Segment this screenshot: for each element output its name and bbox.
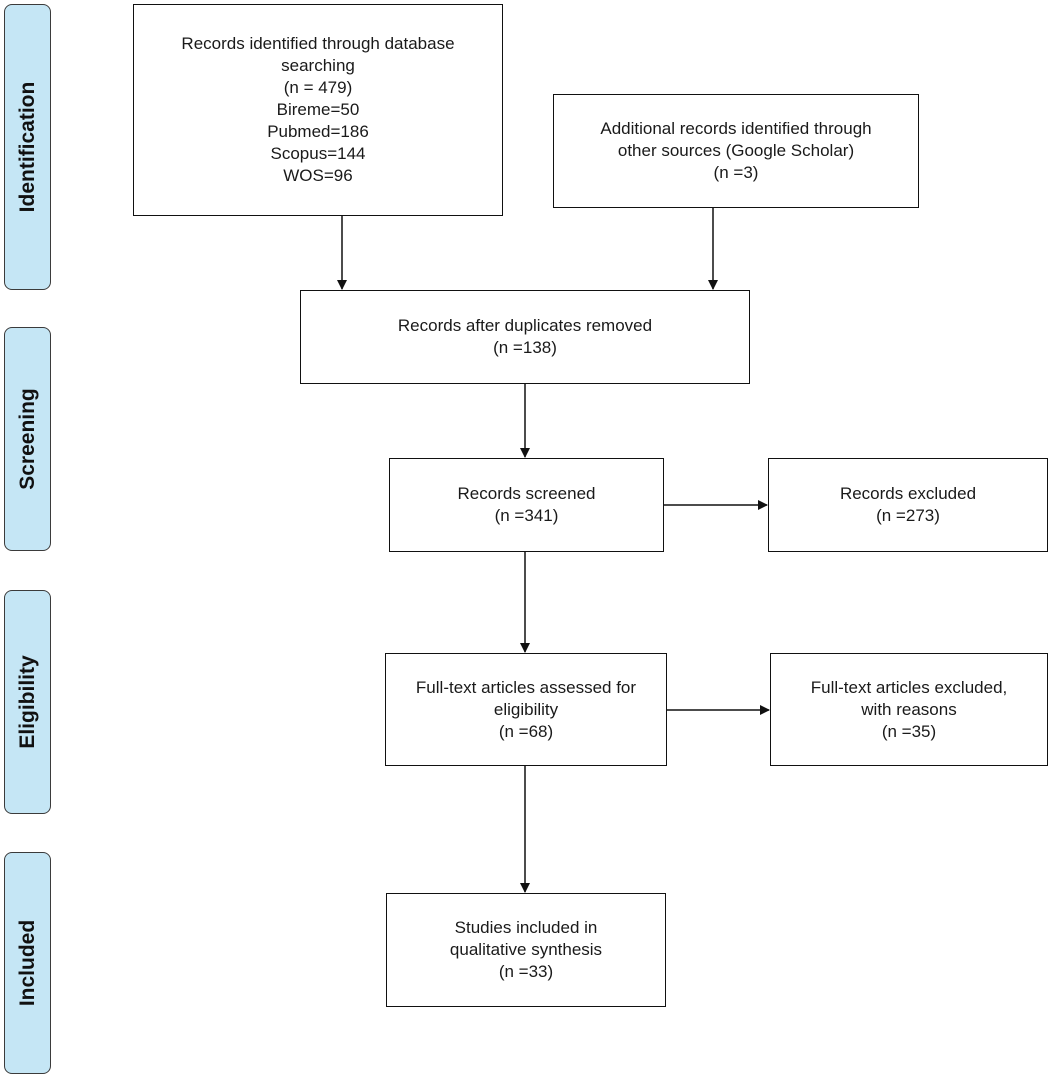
- box-line: (n =341): [494, 506, 559, 525]
- box-line: (n =273): [876, 506, 940, 525]
- box-line: eligibility: [493, 699, 559, 719]
- box-fulltext-excluded: Full-text articles excluded, with reason…: [770, 653, 1048, 766]
- box-line: WOS=96: [283, 166, 353, 185]
- box-line: (n =35): [881, 721, 937, 741]
- box-line: (n = 479): [283, 78, 353, 97]
- box-studies-included: Studies included in qualitative synthesi…: [386, 893, 666, 1007]
- box-line: (n =3): [713, 163, 759, 182]
- box-line: Pubmed=186: [267, 122, 369, 141]
- box-line: Full-text articles assessed for: [415, 677, 637, 697]
- stage-screening: Screening: [4, 327, 51, 551]
- stage-identification: Identification: [4, 4, 51, 290]
- stage-label: Included: [15, 919, 39, 1007]
- box-line: Scopus=144: [270, 144, 366, 163]
- box-line: Additional records identified through: [600, 119, 872, 138]
- box-line: searching: [281, 56, 355, 75]
- box-records-screened: Records screened (n =341): [389, 458, 664, 552]
- stage-label: Eligibility: [15, 655, 39, 749]
- box-duplicates-removed: Records after duplicates removed (n =138…: [300, 290, 750, 384]
- box-line: (n =68): [498, 721, 554, 741]
- box-line: (n =138): [493, 338, 557, 357]
- box-database-records: Records identified through database sear…: [133, 4, 503, 216]
- stage-label: Screening: [15, 388, 39, 490]
- box-line: (n =33): [498, 962, 554, 981]
- box-line: Bireme=50: [276, 100, 360, 119]
- box-line: Records screened: [457, 484, 596, 503]
- box-line: with reasons: [861, 699, 957, 719]
- box-records-excluded: Records excluded (n =273): [768, 458, 1048, 552]
- box-additional-records: Additional records identified through ot…: [553, 94, 919, 208]
- box-line: Records after duplicates removed: [397, 316, 653, 335]
- box-line: Records identified through database: [181, 34, 455, 53]
- box-line: qualitative synthesis: [449, 940, 603, 959]
- stage-included: Included: [4, 852, 51, 1074]
- stage-eligibility: Eligibility: [4, 590, 51, 814]
- box-line: Records excluded: [839, 484, 977, 503]
- box-fulltext-assessed: Full-text articles assessed for eligibil…: [385, 653, 667, 766]
- stage-label: Identification: [15, 81, 39, 213]
- box-line: Full-text articles excluded,: [810, 677, 1008, 697]
- box-line: Studies included in: [454, 918, 598, 937]
- box-line: other sources (Google Scholar): [617, 141, 855, 160]
